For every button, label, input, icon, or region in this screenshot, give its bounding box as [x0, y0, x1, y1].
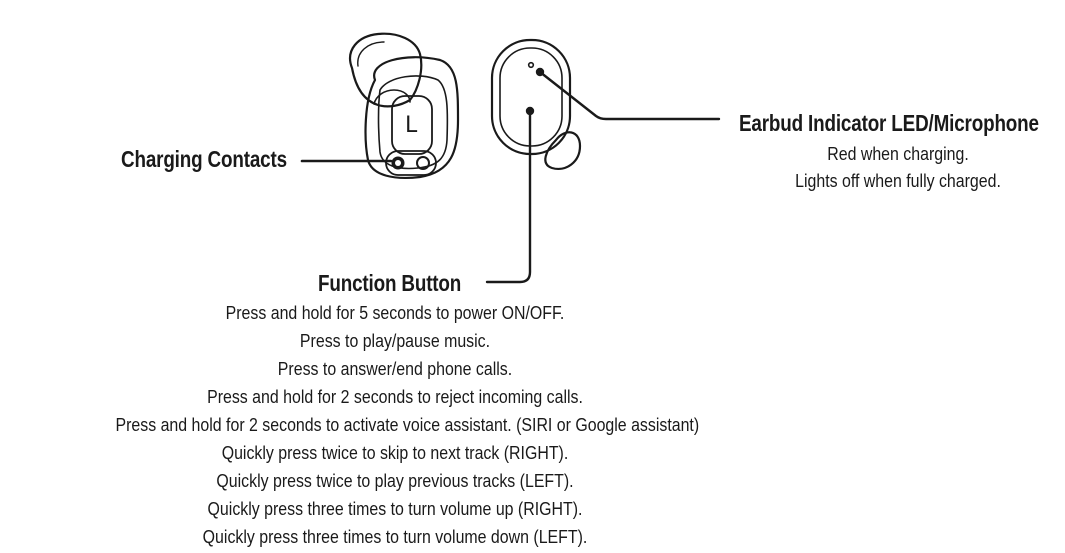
- charging-contacts: [385, 150, 437, 176]
- description-line: Press and hold for 5 seconds to power ON…: [225, 302, 565, 323]
- left-earbud: [349, 32, 460, 180]
- description-line: Quickly press twice to play previous tra…: [216, 470, 574, 491]
- description-line: Press to play/pause music.: [299, 330, 491, 351]
- description-line: Quickly press three times to turn volume…: [202, 526, 588, 547]
- side-label-panel: [391, 95, 433, 155]
- indicator-led-leader: [538, 70, 721, 121]
- function-button-leader: [485, 109, 532, 284]
- description-line: Press to answer/end phone calls.: [277, 358, 513, 379]
- earbud-side-letter: L: [405, 113, 418, 138]
- indicator-led-icon: [527, 61, 535, 69]
- function-button-description: Press and hold for 5 seconds to power ON…: [70, 299, 720, 551]
- right-earbud: [490, 38, 582, 170]
- description-line: Red when charging.: [827, 143, 969, 164]
- description-line: Quickly press three times to turn volume…: [207, 498, 583, 519]
- indicator-led-label: Earbud Indicator LED/Microphone: [739, 110, 1039, 136]
- indicator-led-description: Red when charging. Lights off when fully…: [740, 140, 1056, 194]
- charging-contacts-label: Charging Contacts: [121, 146, 287, 172]
- description-line: Press and hold for 2 seconds to reject i…: [207, 386, 583, 407]
- description-line: Press and hold for 2 seconds to activate…: [115, 414, 700, 435]
- ear-tip: [349, 32, 423, 108]
- description-line: Lights off when fully charged.: [795, 170, 1001, 191]
- description-line: Quickly press twice to skip to next trac…: [221, 442, 569, 463]
- function-button-label: Function Button: [318, 270, 462, 296]
